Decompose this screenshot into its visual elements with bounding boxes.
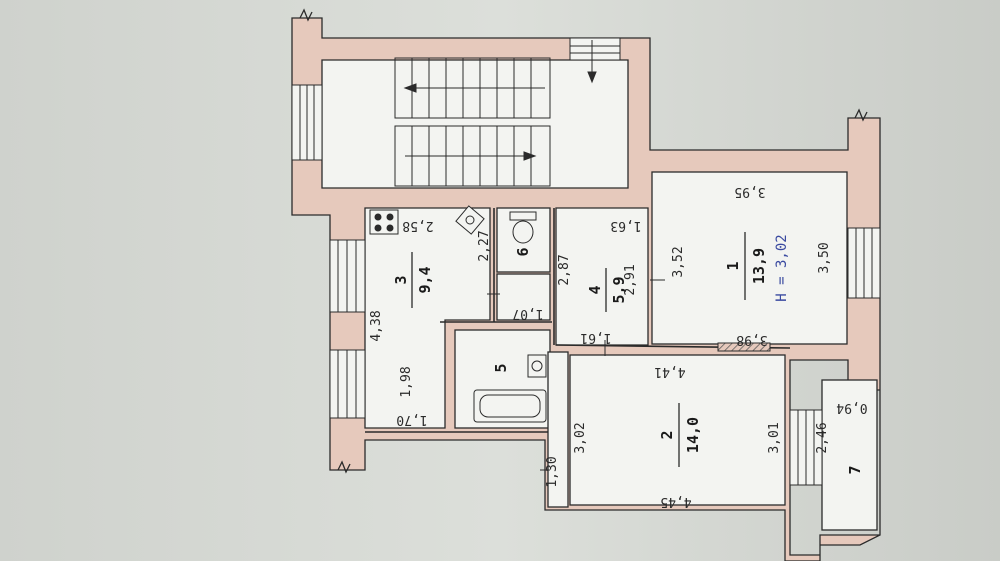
toilet-icon (509, 211, 537, 244)
svg-text:3,95: 3,95 (734, 184, 765, 199)
svg-text:1,70: 1,70 (396, 412, 427, 427)
svg-text:1,61: 1,61 (580, 330, 611, 345)
svg-text:3: 3 (392, 275, 410, 284)
windows (291, 37, 881, 486)
svg-text:1,63: 1,63 (610, 218, 641, 233)
room-2-label: 2 14,0 (658, 403, 702, 467)
window-left-mid (329, 239, 366, 313)
stairwell (321, 59, 629, 189)
svg-text:6: 6 (514, 247, 532, 256)
room-2 (569, 354, 786, 506)
svg-text:3,50: 3,50 (817, 242, 832, 273)
partitions (365, 208, 791, 433)
bathtub-icon (473, 389, 547, 423)
stairs (394, 40, 597, 187)
stove-icon (369, 209, 399, 235)
dimension-lines (487, 279, 665, 510)
room-7-label: 7 (846, 465, 864, 474)
svg-text:4,45: 4,45 (660, 494, 691, 509)
svg-text:7: 7 (846, 465, 864, 474)
window-left-top (291, 84, 323, 161)
room-4 (555, 207, 649, 346)
break-marks (299, 8, 868, 474)
svg-text:2,87: 2,87 (557, 254, 572, 285)
svg-text:14,0: 14,0 (684, 417, 702, 453)
svg-text:5,9: 5,9 (610, 276, 628, 303)
svg-text:1: 1 (724, 261, 742, 270)
ceiling-height: H = 3,02 (774, 234, 790, 301)
lintel-hatch (717, 342, 771, 352)
svg-text:5: 5 (492, 363, 510, 372)
room-6-label: 6 (514, 247, 532, 256)
svg-text:3,52: 3,52 (671, 246, 686, 277)
window-left-low (329, 349, 366, 419)
window-right-2 (789, 409, 823, 486)
washbasin-icon (527, 354, 547, 378)
corridor-small (496, 273, 551, 321)
room-7-balcony (821, 379, 878, 531)
window-right-1 (847, 227, 881, 299)
room-4-label: 4 5,9 (586, 268, 628, 312)
svg-text:9,4: 9,4 (416, 266, 434, 293)
svg-text:2,27: 2,27 (477, 230, 492, 261)
window-top (569, 37, 621, 61)
svg-text:4,38: 4,38 (369, 310, 384, 341)
room-5-label: 5 (492, 363, 510, 372)
svg-text:0,94: 0,94 (836, 400, 867, 415)
svg-text:4,41: 4,41 (654, 364, 685, 379)
svg-text:2,91: 2,91 (623, 264, 638, 295)
svg-text:1,30: 1,30 (545, 456, 560, 487)
corridor-strip (547, 351, 569, 508)
room-3-label: 3 9,4 (392, 252, 434, 308)
sink-icon (455, 205, 485, 235)
fixtures (369, 205, 547, 423)
svg-text:2: 2 (658, 430, 676, 439)
dimensions: 3,95 3,50 3,52 3,98 1,63 2,58 2,27 2,87 … (369, 184, 868, 509)
svg-text:13,9: 13,9 (750, 248, 768, 284)
room-1-label: 1 13,9 H = 3,02 (724, 232, 790, 302)
svg-text:3,02: 3,02 (573, 422, 588, 453)
svg-text:1,07: 1,07 (512, 306, 543, 321)
svg-text:1,98: 1,98 (399, 366, 414, 397)
svg-text:3,98: 3,98 (736, 332, 767, 347)
svg-text:2,46: 2,46 (815, 422, 830, 453)
svg-text:4: 4 (586, 285, 604, 294)
svg-text:3,01: 3,01 (767, 422, 782, 453)
svg-text:2,58: 2,58 (402, 218, 433, 233)
room-3 (364, 207, 491, 429)
